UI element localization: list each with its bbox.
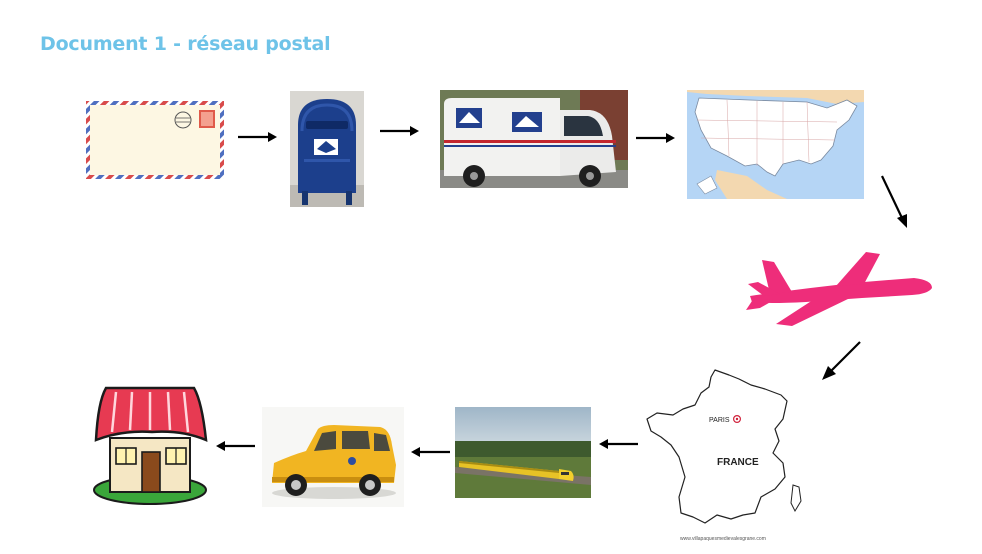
flow-arrow: [238, 131, 278, 143]
us-map-icon: [687, 90, 864, 199]
flow-arrow: [598, 438, 638, 450]
map-credit: www.villapaquesmedievalesgrane.com: [680, 536, 766, 542]
flow-arrow: [215, 440, 255, 452]
envelope-icon: [85, 100, 225, 180]
house-icon: [92, 382, 210, 508]
paris-label: PARIS: [709, 417, 730, 424]
flow-arrow: [380, 125, 420, 137]
mailbox-icon: [290, 91, 364, 207]
france-map-icon: PARIS FRANCE: [643, 367, 811, 532]
flow-arrow: [636, 132, 676, 144]
france-label: FRANCE: [717, 457, 759, 468]
postal-car-icon: [262, 407, 404, 507]
flow-arrow: [880, 174, 910, 230]
airplane-icon: [746, 250, 934, 326]
flow-arrow: [410, 446, 450, 458]
mail-truck-icon: [440, 90, 628, 188]
document-title: Document 1 - réseau postal: [40, 33, 331, 55]
flow-arrow: [820, 340, 862, 382]
train-icon: [455, 407, 591, 498]
